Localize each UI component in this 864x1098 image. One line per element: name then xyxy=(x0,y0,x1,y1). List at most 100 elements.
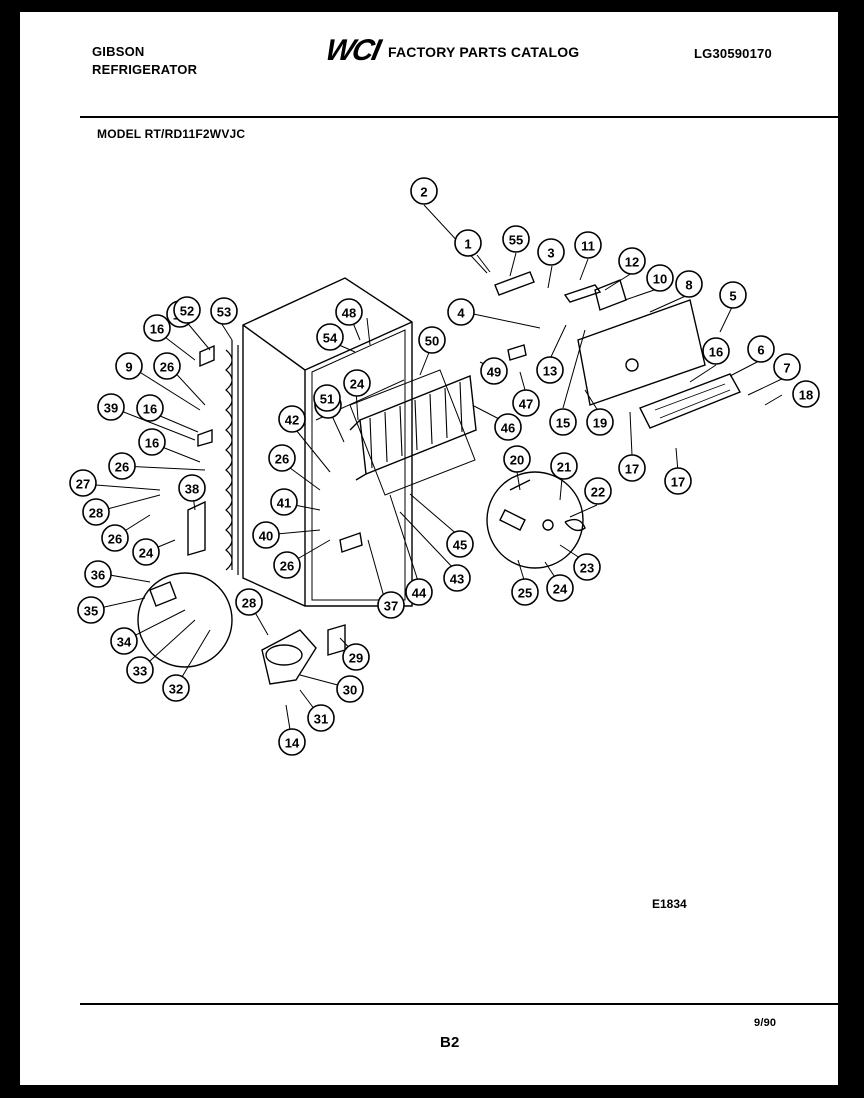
callout-number: 16 xyxy=(150,322,164,337)
callout-number: 47 xyxy=(519,397,533,412)
callout-number: 5 xyxy=(729,289,736,304)
callout-48: 48 xyxy=(335,298,363,326)
callout-circle xyxy=(719,281,747,309)
callout-circle xyxy=(502,225,530,253)
callout-7: 7 xyxy=(773,353,801,381)
callout-number: 39 xyxy=(104,401,118,416)
condenser-coil xyxy=(225,340,239,575)
callout-circle xyxy=(268,444,296,472)
callout-circle xyxy=(511,578,539,606)
callout-19: 19 xyxy=(586,408,614,436)
callout-circle xyxy=(494,413,522,441)
callout-circle xyxy=(316,323,344,351)
callout-39: 39 xyxy=(97,393,125,421)
callout-number: 16 xyxy=(709,345,723,360)
callout-27: 27 xyxy=(69,469,97,497)
callout-circle xyxy=(549,408,577,436)
callout-circle xyxy=(162,674,190,702)
callout-32: 32 xyxy=(162,674,190,702)
callout-circle xyxy=(418,326,446,354)
callout-circle xyxy=(210,297,238,325)
callout-number: 23 xyxy=(580,561,594,576)
callout-circle xyxy=(584,477,612,505)
callout-number: 26 xyxy=(160,360,174,375)
callout-number: 51 xyxy=(320,392,334,407)
callout-circle xyxy=(550,452,578,480)
callout-50: 50 xyxy=(418,326,446,354)
catalog-title: FACTORY PARTS CATALOG xyxy=(388,44,580,60)
grille xyxy=(639,373,741,429)
callout-28: 28 xyxy=(235,588,263,616)
callout-24: 24 xyxy=(132,538,160,566)
callout-circle xyxy=(235,588,263,616)
callout-number: 24 xyxy=(139,546,154,561)
cabinet-outline xyxy=(242,277,413,607)
callout-circle xyxy=(136,394,164,422)
callout-circle xyxy=(126,656,154,684)
callout-circle xyxy=(115,352,143,380)
callout-24: 24 xyxy=(546,574,574,602)
callout-number: 41 xyxy=(277,496,291,511)
callout-number: 19 xyxy=(593,416,607,431)
defrost-detail-circle xyxy=(486,471,584,569)
callout-circle xyxy=(618,454,646,482)
callout-number: 55 xyxy=(509,233,523,248)
callout-number: 13 xyxy=(543,364,557,379)
callout-31: 31 xyxy=(307,704,335,732)
callout-17: 17 xyxy=(618,454,646,482)
callout-number: 24 xyxy=(350,377,365,392)
callout-circle xyxy=(178,474,206,502)
callout-circle xyxy=(377,591,405,619)
callout-10: 10 xyxy=(646,264,674,292)
callout-circle xyxy=(153,352,181,380)
callout-number: 7 xyxy=(783,361,790,376)
callout-circle xyxy=(618,247,646,275)
callout-28: 28 xyxy=(82,498,110,526)
callout-number: 26 xyxy=(275,452,289,467)
callout-circle xyxy=(173,296,201,324)
relay-detail-circle xyxy=(137,572,233,668)
callout-number: 52 xyxy=(180,304,194,319)
callout-number: 36 xyxy=(91,568,105,583)
callout-12: 12 xyxy=(618,247,646,275)
callout-52: 52 xyxy=(173,296,201,324)
model-line: MODEL RT/RD11F2WVJC xyxy=(97,127,246,141)
callout-number: 17 xyxy=(625,462,639,477)
callout-26: 26 xyxy=(101,524,129,552)
callout-number: 25 xyxy=(518,586,532,601)
callout-circle xyxy=(108,452,136,480)
callout-circle xyxy=(307,704,335,732)
callout-6: 6 xyxy=(747,335,775,363)
callout-circle xyxy=(82,498,110,526)
callout-25: 25 xyxy=(511,578,539,606)
callout-number: 28 xyxy=(242,596,256,611)
evaporator xyxy=(359,375,477,475)
callout-circle xyxy=(97,393,125,421)
callout-number: 40 xyxy=(259,529,273,544)
callout-9: 9 xyxy=(115,352,143,380)
callout-4: 4 xyxy=(447,298,475,326)
callout-circle xyxy=(546,574,574,602)
compressor xyxy=(261,629,317,685)
callout-number: 16 xyxy=(145,436,159,451)
callout-circle xyxy=(646,264,674,292)
callout-circle xyxy=(573,553,601,581)
callout-42: 42 xyxy=(278,405,306,433)
callout-13: 13 xyxy=(536,356,564,384)
callout-35: 35 xyxy=(77,596,105,624)
callout-circle xyxy=(675,270,703,298)
callout-number: 28 xyxy=(89,506,103,521)
callout-16: 16 xyxy=(136,394,164,422)
callout-17: 17 xyxy=(664,467,692,495)
callout-circle xyxy=(110,627,138,655)
callout-circle xyxy=(342,643,370,671)
callout-circle xyxy=(536,356,564,384)
callout-number: 38 xyxy=(185,482,199,497)
callout-circle xyxy=(278,728,306,756)
callout-number: 8 xyxy=(685,278,692,293)
callout-30: 30 xyxy=(336,675,364,703)
callout-11: 11 xyxy=(574,231,602,259)
callout-29: 29 xyxy=(342,643,370,671)
callout-circle xyxy=(143,314,171,342)
callout-53: 53 xyxy=(210,297,238,325)
